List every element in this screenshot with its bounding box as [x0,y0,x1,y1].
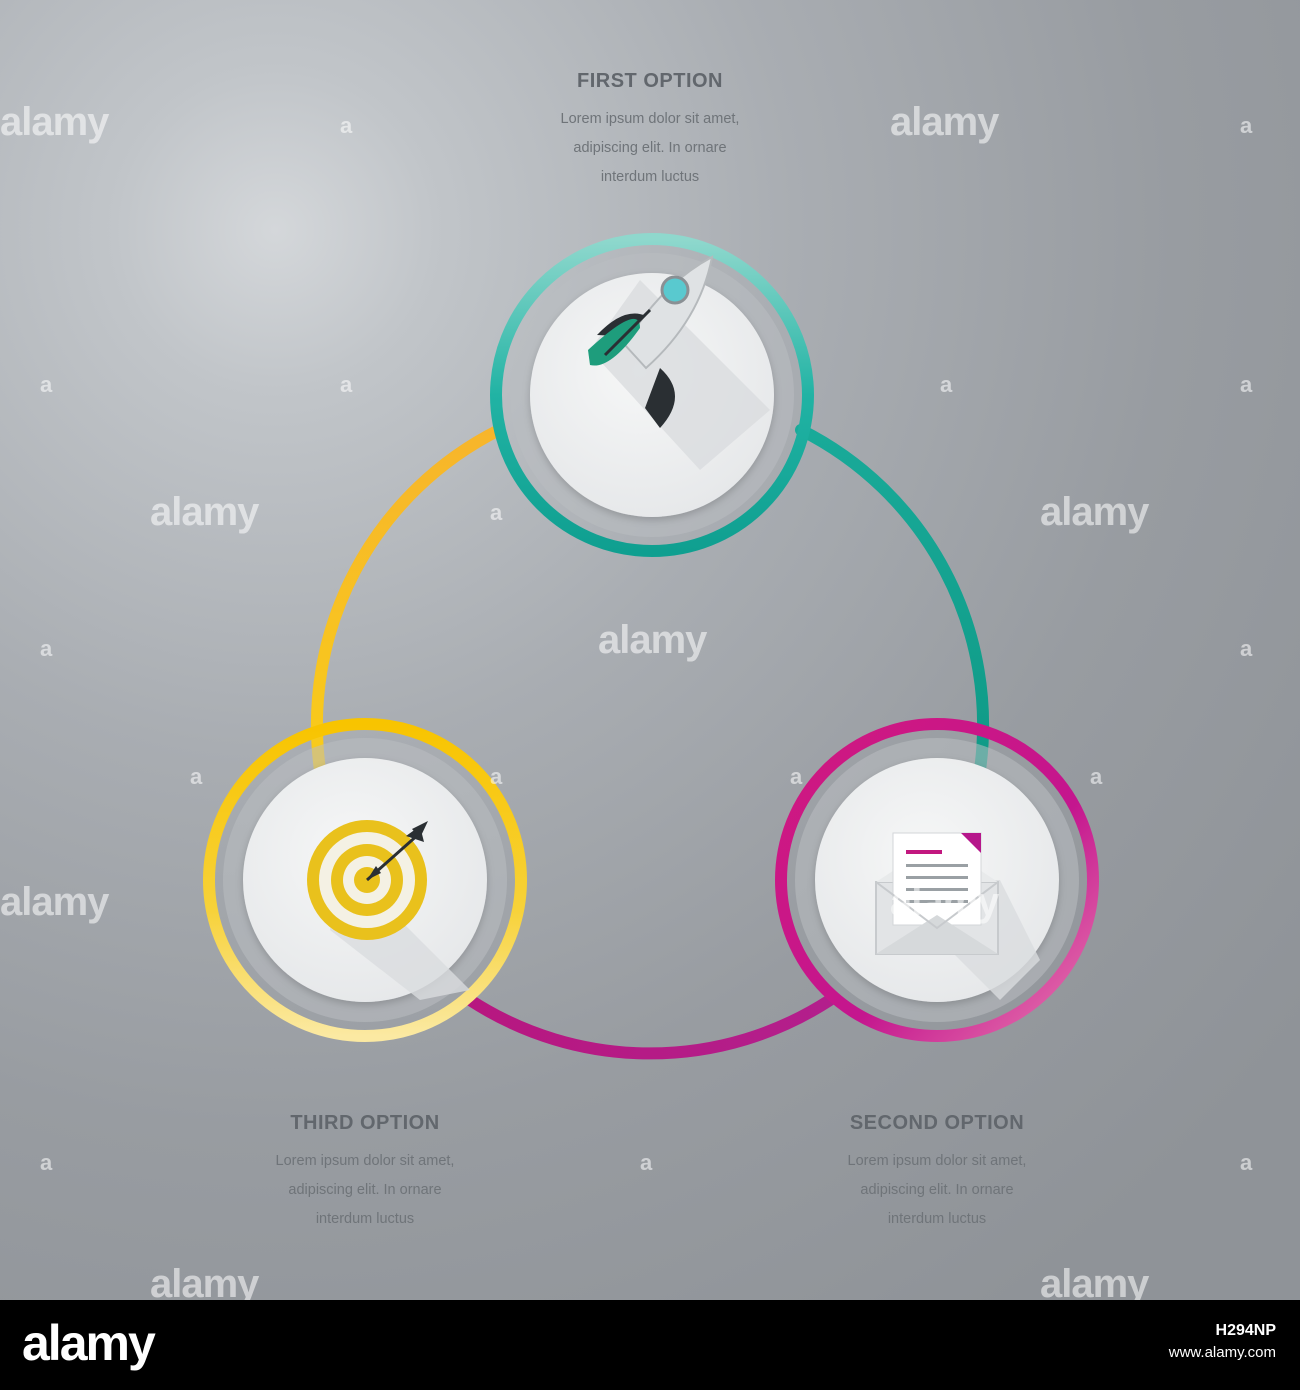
node-second-option [775,718,1099,1042]
watermark-text: alamy [598,618,707,662]
watermark-text: alamy [150,490,259,534]
watermark-text: alamy [0,100,109,144]
watermark-glyph: a [1240,113,1253,138]
footer-url: www.alamy.com [1168,1344,1276,1361]
infographic-canvas: FIRST OPTION Lorem ipsum dolor sit amet,… [0,0,1300,1300]
connector-arc-yellow [310,424,505,776]
connector-arc-teal [795,424,990,776]
first-option-label: FIRST OPTION Lorem ipsum dolor sit amet,… [490,70,810,192]
third-option-description: Lorem ipsum dolor sit amet, adipiscing e… [275,1153,455,1227]
watermark-glyph: a [490,500,503,525]
second-option-title: SECOND OPTION [849,1112,1025,1134]
rocket-icon [588,255,770,470]
footer-info: H294NP www.alamy.com [1169,1322,1276,1361]
second-option-label: SECOND OPTION Lorem ipsum dolor sit amet… [777,1112,1097,1234]
watermark-glyph: a [940,372,953,397]
node-third-option [203,718,527,1042]
watermark-glyph: a [640,1150,653,1175]
cycle-diagram [203,233,1099,1060]
second-option-description: Lorem ipsum dolor sit amet, adipiscing e… [847,1153,1027,1227]
footer-image-id: H294NP [1215,1322,1276,1339]
watermark-text: alamy [1040,490,1149,534]
first-option-title: FIRST OPTION [577,70,723,92]
watermark-glyph: a [190,764,203,789]
watermark-glyph: a [40,1150,53,1175]
watermark-text: alamy [890,880,999,924]
watermark-text: alamy [0,880,109,924]
watermark-text: alamy [150,1262,259,1300]
watermark-glyph: a [790,764,803,789]
footer-logo: alamy [22,1315,156,1371]
watermark-glyph: a [340,113,353,138]
watermark-glyph: a [340,372,353,397]
watermark-glyph: a [40,372,53,397]
node-first-option [490,233,814,557]
stock-footer-bar: alamy H294NP www.alamy.com [0,1300,1300,1390]
watermark-glyph: a [1240,1150,1253,1175]
target-arrow-icon [307,820,470,1000]
watermark-glyph: a [1240,636,1253,661]
watermark-glyph: a [1240,372,1253,397]
envelope-document-icon [875,832,1040,1000]
watermark-text: alamy [890,100,999,144]
watermark-glyph: a [490,764,503,789]
first-option-description: Lorem ipsum dolor sit amet, adipiscing e… [560,111,740,185]
watermark-glyph: a [40,636,53,661]
connector-arc-magenta [464,994,836,1060]
watermark-glyph: a [1090,764,1103,789]
third-option-label: THIRD OPTION Lorem ipsum dolor sit amet,… [205,1112,525,1234]
watermark-text: alamy [1040,1262,1149,1300]
third-option-title: THIRD OPTION [290,1112,440,1134]
